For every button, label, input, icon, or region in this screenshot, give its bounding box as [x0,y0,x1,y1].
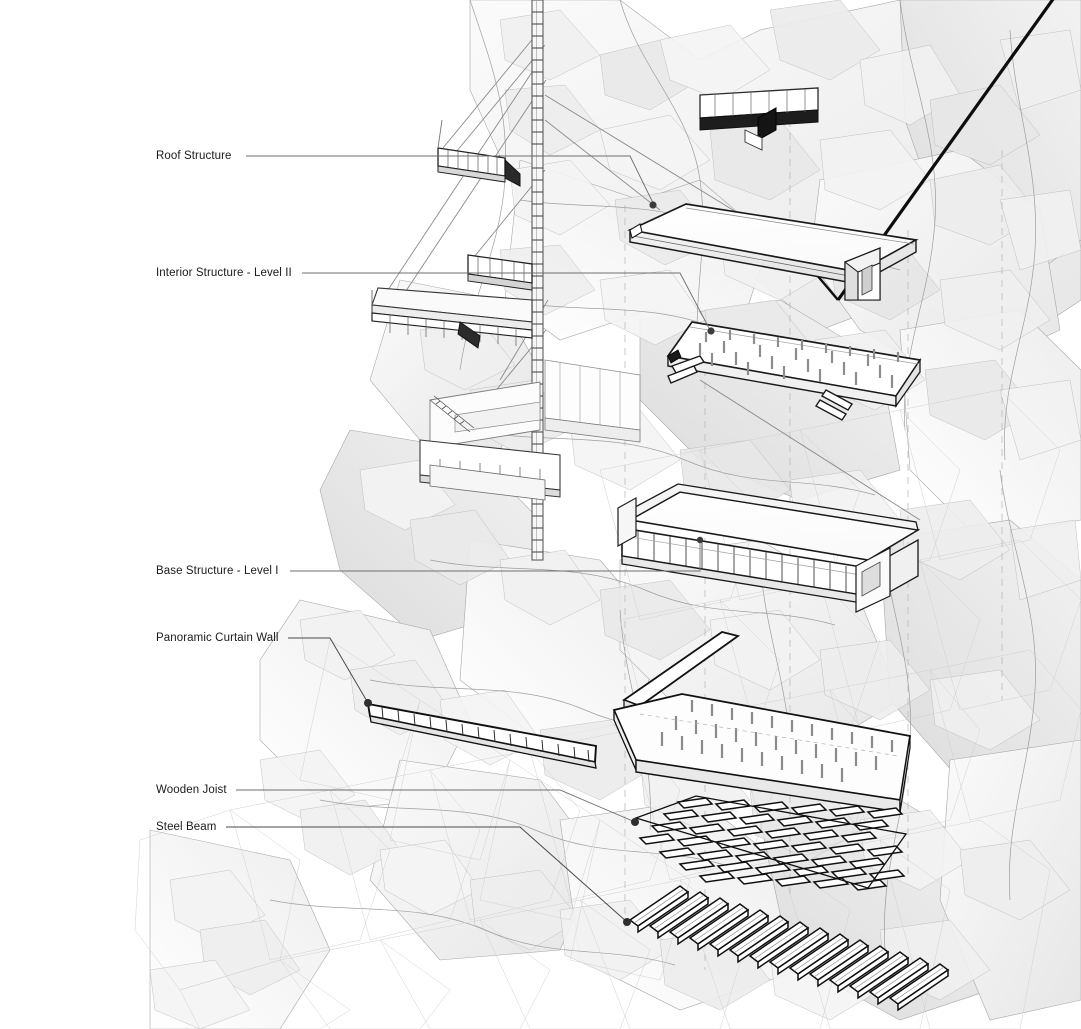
component-wooden-joist-deck [633,795,908,891]
annotation-steel-beam[interactable]: Steel Beam [156,821,631,926]
annotation-interior-structure-level-2[interactable]: Interior Structure - Level II [156,267,715,335]
component-level1-base-slab [617,483,921,613]
platform-mid [467,254,533,291]
leader-line-base-structure-level-1 [290,540,701,572]
label-interior-structure-level-2: Interior Structure - Level II [156,267,292,279]
leader-marker-panoramic-curtain-wall [364,699,372,707]
leader-line-interior-structure-level-2 [302,272,711,331]
leader-line-panoramic-curtain-wall [288,637,369,704]
annotation-roof-structure[interactable]: Roof Structure [156,150,657,209]
label-wooden-joist: Wooden Joist [156,784,227,796]
annotation-base-structure-level-1[interactable]: Base Structure - Level I [156,536,704,577]
label-base-structure-level-1: Base Structure - Level I [156,565,279,577]
leader-marker-roof-structure [649,201,657,209]
leader-marker-wooden-joist [631,818,639,826]
leader-line-steel-beam [226,826,628,923]
annotation-panoramic-curtain-wall[interactable]: Panoramic Curtain Wall [156,632,372,707]
label-roof-structure: Roof Structure [156,150,232,162]
platform-long-deck [371,287,533,349]
assembled-building [371,0,921,561]
component-steel-beam-array [628,885,950,1012]
label-steel-beam: Steel Beam [156,821,216,833]
leader-marker-steel-beam [623,918,631,926]
component-lower-plate [612,631,912,813]
platform-level-1-assembly [419,359,641,501]
label-panoramic-curtain-wall: Panoramic Curtain Wall [156,632,279,644]
component-curtain-wall-strip [366,702,598,769]
component-roof-slab [627,203,919,301]
leader-line-roof-structure [246,155,655,206]
leader-marker-base-structure-level-1 [696,536,704,544]
leader-marker-interior-structure-level-2 [707,327,715,335]
annotation-layer: Roof Structure Interior Structure - Leve… [156,150,715,926]
component-level2-plate [666,321,922,421]
cliff-platform-top [699,87,819,151]
leader-line-wooden-joist [236,789,636,823]
annotation-wooden-joist[interactable]: Wooden Joist [156,784,639,826]
